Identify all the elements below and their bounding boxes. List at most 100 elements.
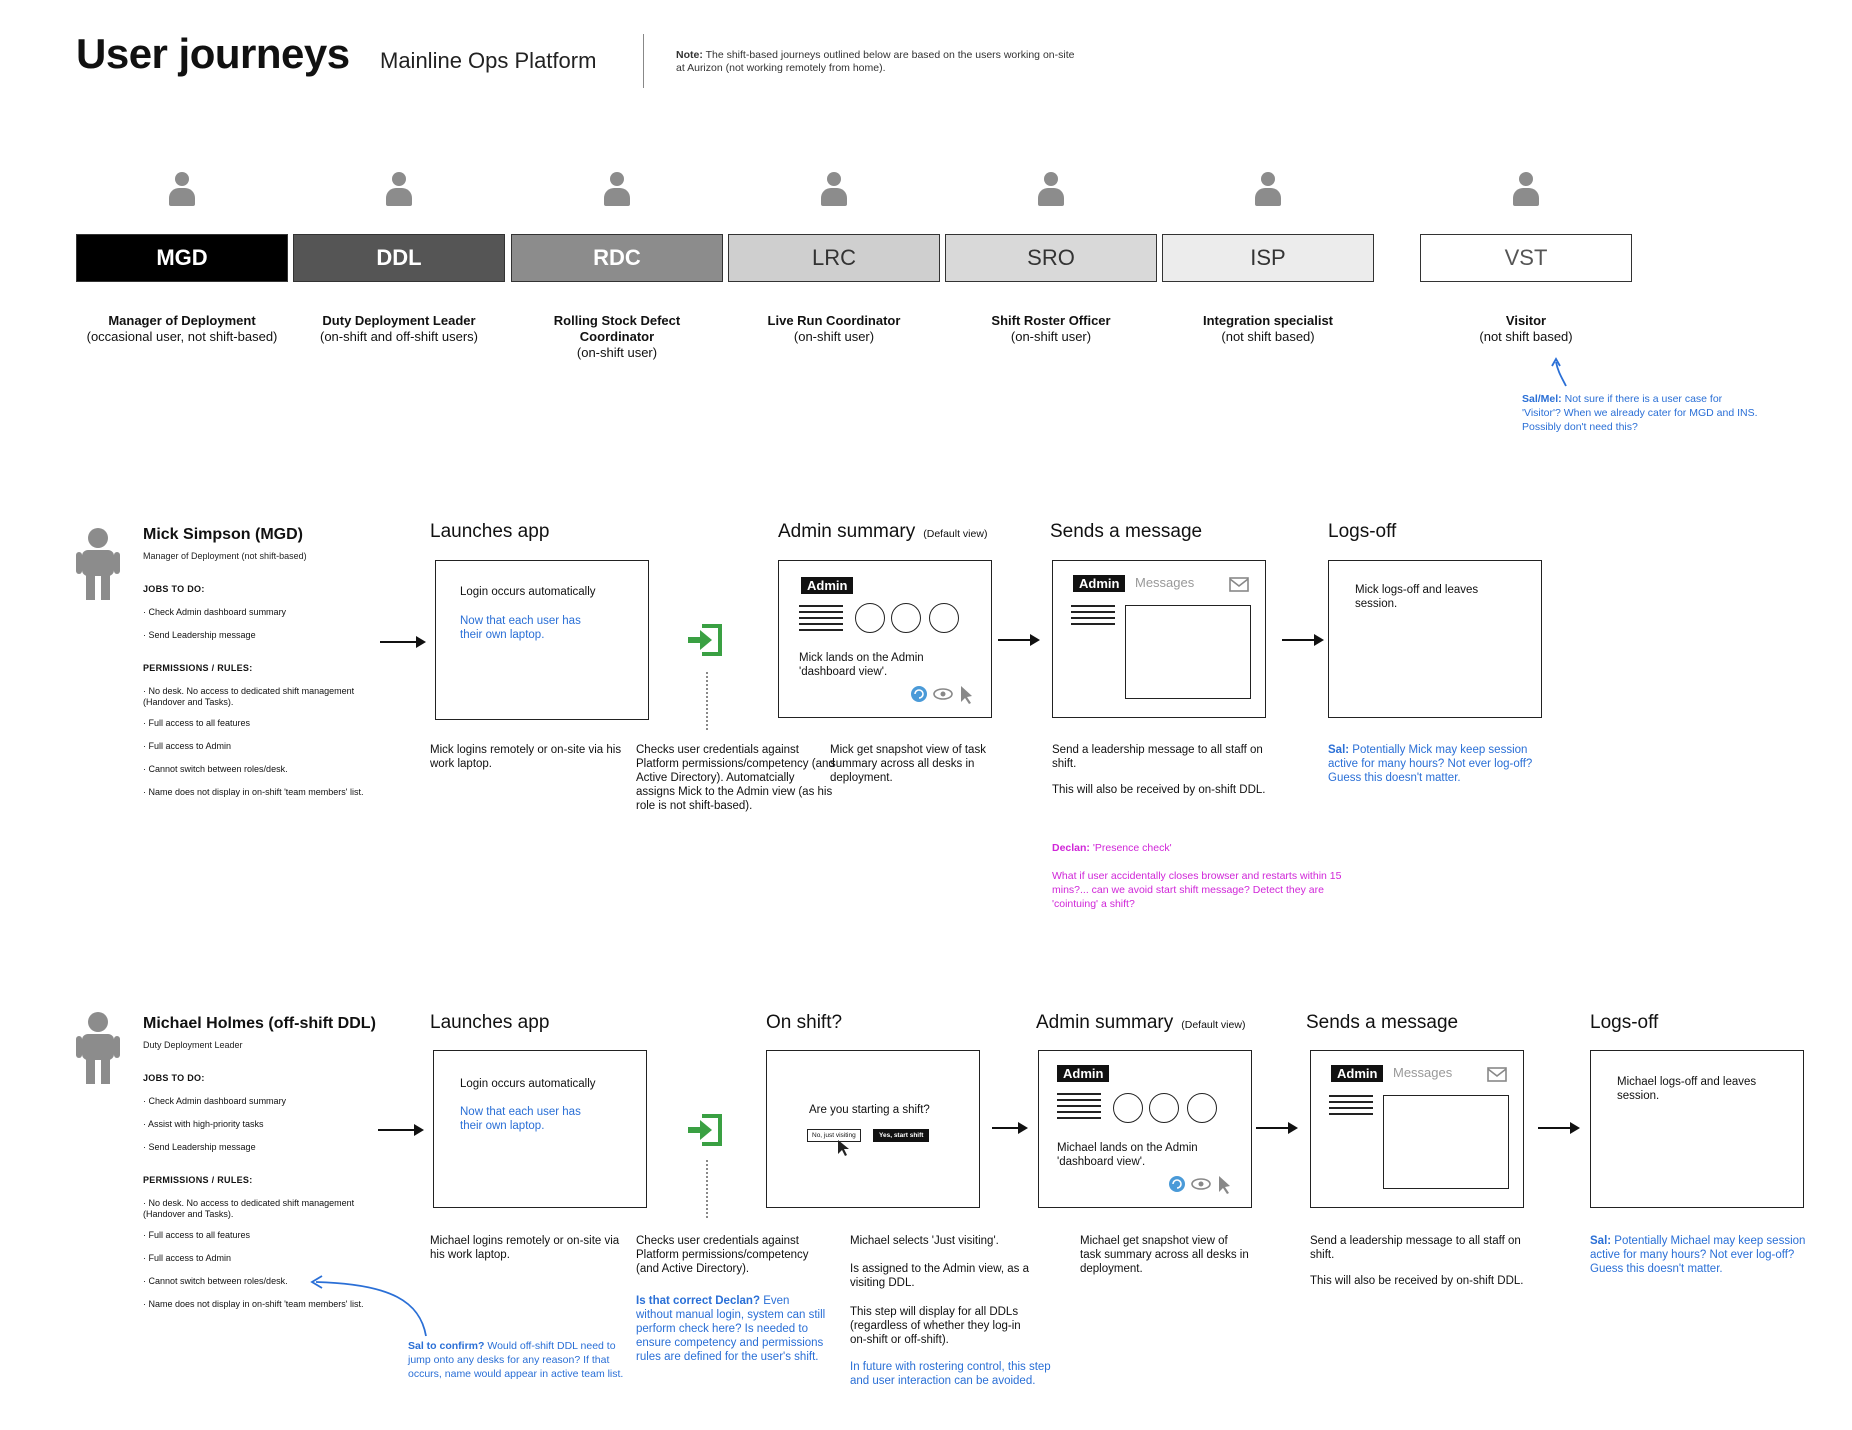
step-title: Launches app bbox=[430, 521, 550, 542]
messages-tab: Messages bbox=[1393, 1065, 1453, 1080]
role-description: Duty Deployment Leader(on-shift and off-… bbox=[299, 313, 499, 345]
step-caption: Mick get snapshot view of task summary a… bbox=[830, 744, 986, 784]
screen-admin-summary: Admin Michael lands on the Admin 'dashbo… bbox=[1038, 1050, 1252, 1208]
step-title: Sends a message bbox=[1306, 1012, 1459, 1033]
role-badge-rdc: RDC bbox=[511, 234, 723, 282]
persona-icon bbox=[167, 172, 197, 210]
role-name: Rolling Stock Defect Coordinator bbox=[553, 313, 681, 344]
role-detail: (on-shift user) bbox=[576, 345, 658, 360]
role-name: Duty Deployment Leader bbox=[322, 313, 476, 328]
jobs-heading: JOBS TO DO: bbox=[143, 584, 205, 594]
step-caption: Michael get snapshot view of task summar… bbox=[1080, 1235, 1249, 1275]
rule-item: · Full access to all features bbox=[143, 718, 251, 728]
role-detail: (occasional user, not shift-based) bbox=[86, 329, 278, 344]
flow-arrow bbox=[380, 636, 426, 648]
login-question-author: Is that correct Declan? bbox=[636, 1295, 760, 1307]
screen-admin-summary: Admin Mick lands on the Admin 'dashboard… bbox=[778, 560, 992, 718]
job-item: · Check Admin dashboard summary bbox=[143, 1096, 287, 1106]
rule-item: · No desk. No access to dedicated shift … bbox=[143, 1198, 355, 1219]
role-name: Visitor bbox=[1505, 313, 1547, 328]
header-divider bbox=[643, 34, 644, 88]
step-caption: Send a leadership message to all staff o… bbox=[1310, 1235, 1521, 1261]
sal-comment-arrow bbox=[310, 1275, 427, 1337]
logoff-comment: Sal: Potentially Mick may keep session a… bbox=[1328, 743, 1538, 785]
rule-item: · Full access to Admin bbox=[143, 1253, 232, 1263]
screen-text: Login occurs automatically bbox=[460, 1078, 596, 1090]
rule-item: · Name does not display in on-shift 'tea… bbox=[143, 1299, 364, 1309]
admin-badge: Admin bbox=[1073, 575, 1126, 592]
persona-icon bbox=[602, 172, 632, 210]
role-description: Rolling Stock Defect Coordinator(on-shif… bbox=[517, 313, 717, 361]
flow-arrow bbox=[1256, 1122, 1298, 1134]
person-icon bbox=[76, 528, 120, 600]
default-view-label: (Default view) bbox=[1181, 1019, 1246, 1031]
rule-item: · Name does not display in on-shift 'tea… bbox=[143, 787, 364, 797]
step-title: Logs-off bbox=[1328, 521, 1397, 542]
screen-logoff: Mick logs-off and leaves session. bbox=[1328, 560, 1542, 718]
role-badge-sro: SRO bbox=[945, 234, 1157, 282]
admin-badge: Admin bbox=[1331, 1065, 1384, 1082]
flow-arrow bbox=[378, 1124, 424, 1136]
messages-tab: Messages bbox=[1135, 575, 1195, 590]
rules-heading: PERMISSIONS / RULES: bbox=[143, 663, 253, 673]
screen-text: Michael logs-off and leaves session. bbox=[1617, 1076, 1757, 1102]
action-icons bbox=[1169, 1176, 1230, 1194]
role-description: Live Run Coordinator(on-shift user) bbox=[734, 313, 934, 345]
rule-item: · Cannot switch between roles/desk. bbox=[143, 1276, 288, 1286]
note-label: Note: bbox=[676, 49, 703, 61]
screen-text: Login occurs automatically bbox=[460, 586, 596, 598]
role-description: Shift Roster Officer(on-shift user) bbox=[951, 313, 1151, 345]
shift-caption: This step will display for all DDLs (reg… bbox=[850, 1306, 1021, 1346]
login-dotted-line bbox=[706, 1160, 708, 1218]
persona-icon bbox=[1511, 172, 1541, 210]
job-item: · Check Admin dashboard summary bbox=[143, 607, 287, 617]
flow-arrow bbox=[998, 634, 1040, 646]
role-badge-lrc: LRC bbox=[728, 234, 940, 282]
screen-note: Now that each user has their own laptop. bbox=[460, 615, 581, 641]
admin-badge: Admin bbox=[1057, 1065, 1110, 1082]
shift-question: Are you starting a shift? bbox=[809, 1104, 930, 1116]
login-dotted-line bbox=[706, 672, 708, 730]
message-compose-area bbox=[1383, 1095, 1509, 1189]
list-lines bbox=[1071, 605, 1115, 629]
screen-text: Michael lands on the Admin 'dashboard vi… bbox=[1057, 1142, 1198, 1168]
role-name: Shift Roster Officer bbox=[991, 313, 1111, 328]
person-role: Duty Deployment Leader bbox=[143, 1040, 243, 1050]
envelope-icon bbox=[1487, 1067, 1507, 1082]
screen-launch: Login occurs automatically Now that each… bbox=[435, 560, 649, 720]
step-title: On shift? bbox=[766, 1012, 843, 1033]
screen-note: Now that each user has their own laptop. bbox=[460, 1106, 581, 1132]
person-role: Manager of Deployment (not shift-based) bbox=[143, 551, 307, 561]
shift-caption: Is assigned to the Admin view, as a visi… bbox=[850, 1263, 1029, 1289]
flow-arrow bbox=[1282, 634, 1324, 646]
just-visiting-button[interactable]: No, just visiting bbox=[807, 1129, 861, 1142]
role-name: Manager of Deployment bbox=[108, 313, 256, 328]
declan-author: Declan: bbox=[1052, 842, 1090, 854]
persona-icon bbox=[1253, 172, 1283, 210]
role-badge-isp: ISP bbox=[1162, 234, 1374, 282]
screen-message: Admin Messages bbox=[1310, 1050, 1524, 1208]
role-detail: (on-shift user) bbox=[793, 329, 875, 344]
start-shift-button[interactable]: Yes, start shift bbox=[873, 1129, 930, 1142]
visitor-comment: Sal/Mel: Not sure if there is a user cas… bbox=[1522, 392, 1762, 434]
login-icon bbox=[688, 624, 724, 656]
default-view-label: (Default view) bbox=[923, 528, 988, 540]
step-title: Logs-off bbox=[1590, 1012, 1659, 1033]
logoff-comment: Sal: Potentially Michael may keep sessio… bbox=[1590, 1234, 1808, 1276]
summary-circle bbox=[1113, 1093, 1143, 1123]
step-caption: This will also be received by on-shift D… bbox=[1310, 1275, 1524, 1287]
comment-text: Potentially Mick may keep session active… bbox=[1328, 744, 1533, 784]
rule-item: · Cannot switch between roles/desk. bbox=[143, 764, 288, 774]
step-caption: Send a leadership message to all staff o… bbox=[1052, 744, 1263, 770]
role-detail: (not shift based) bbox=[1221, 329, 1315, 344]
step-title: Admin summary(Default view) bbox=[778, 521, 987, 543]
visitor-comment-author: Sal/Mel: bbox=[1522, 393, 1562, 405]
declan-title: 'Presence check' bbox=[1092, 842, 1172, 854]
login-caption: Checks user credentials against Platform… bbox=[636, 1235, 809, 1275]
screen-text: Mick lands on the Admin 'dashboard view'… bbox=[799, 652, 924, 678]
role-detail: (not shift based) bbox=[1479, 329, 1573, 344]
screen-text: Mick logs-off and leaves session. bbox=[1355, 584, 1479, 610]
screen-on-shift: Are you starting a shift? No, just visit… bbox=[766, 1050, 980, 1208]
rule-item: · Full access to Admin bbox=[143, 741, 232, 751]
job-item: · Assist with high-priority tasks bbox=[143, 1119, 264, 1129]
